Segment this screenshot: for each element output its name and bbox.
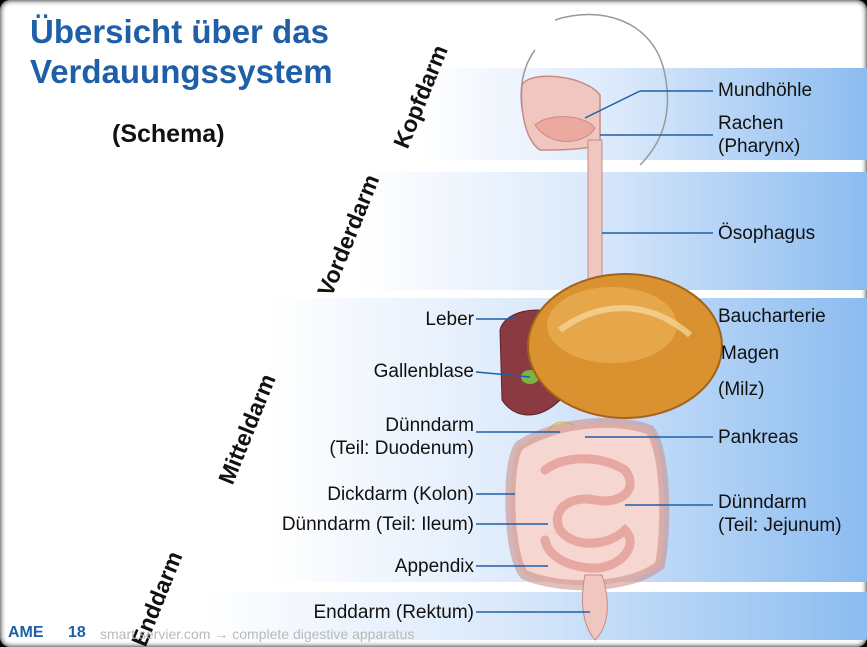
ame-logo: AME — [8, 624, 44, 641]
label-duodenum-line2: (Teil: Duodenum) — [329, 438, 474, 459]
label-rachen-line1: Rachen — [718, 113, 784, 134]
label-gallenblase: Gallenblase — [373, 361, 474, 382]
source-credit: smart.servier.com → complete digestive a… — [100, 626, 415, 642]
label-appendix: Appendix — [394, 556, 474, 577]
rectum-shape — [581, 574, 608, 641]
band-kopfdarm — [420, 68, 867, 160]
label-ileum: Dünndarm (Teil: Ileum) — [281, 514, 474, 535]
label-oesophagus: Ösophagus — [718, 223, 816, 244]
colon-shape — [505, 417, 670, 591]
page-number: 18 — [68, 624, 86, 641]
leader-lines — [475, 90, 713, 613]
title-line-1: Übersicht über das — [30, 13, 329, 50]
label-pankreas: Pankreas — [718, 427, 799, 448]
label-magen: Magen — [721, 343, 780, 364]
subtitle: (Schema) — [112, 120, 225, 148]
bread-highlight — [547, 287, 677, 363]
label-milz: (Milz) — [718, 379, 765, 400]
label-jejunum-line1: Dünndarm — [718, 492, 807, 513]
label-dickdarm: Dickdarm (Kolon) — [327, 484, 474, 505]
label-rachen-line2: (Pharynx) — [718, 136, 801, 157]
band-enddarm — [200, 592, 867, 640]
label-jejunum: Dünndarm (Teil: Jejunum) — [718, 491, 842, 537]
label-baucharterie: Baucharterie — [718, 306, 826, 327]
page-title: Übersicht über das Verdauungssystem — [30, 12, 333, 92]
label-rachen: Rachen (Pharynx) — [718, 112, 800, 158]
label-enddarm: Enddarm (Rektum) — [313, 602, 475, 623]
label-duodenum-line1: Dünndarm — [385, 415, 474, 436]
small-intestine-shape — [540, 454, 635, 573]
title-line-2: Verdauungssystem — [30, 53, 333, 90]
tongue-shape — [534, 116, 596, 142]
bread-crust-line — [558, 305, 692, 338]
label-leber: Leber — [425, 309, 474, 330]
label-jejunum-line2: (Teil: Jejunum) — [718, 515, 842, 536]
label-mundhoehle: Mundhöhle — [718, 80, 813, 101]
label-duenndarm-duodenum: Dünndarm (Teil: Duodenum) — [329, 414, 474, 460]
band-vorderdarm — [360, 172, 867, 290]
